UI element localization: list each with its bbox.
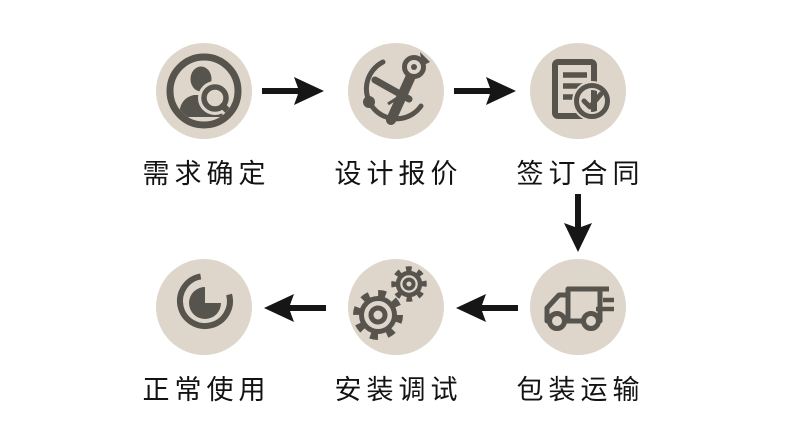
step-sign-contract: 签订合同 bbox=[498, 43, 658, 190]
step-packing-shipping: 包装运输 bbox=[498, 259, 658, 406]
drafting-compass-icon bbox=[363, 52, 430, 125]
step-label: 签订合同 bbox=[516, 159, 645, 189]
arrow-left-2 bbox=[262, 290, 326, 326]
person-search-icon bbox=[166, 53, 242, 129]
step-label: 需求确定 bbox=[142, 159, 271, 189]
step-label: 包装运输 bbox=[516, 375, 645, 405]
contract-check-icon bbox=[552, 59, 612, 121]
step-circle bbox=[530, 259, 626, 355]
arrow-left-1 bbox=[454, 290, 518, 326]
arrow-right-1 bbox=[262, 73, 326, 109]
step-design-quote: 设计报价 bbox=[316, 43, 476, 190]
pie-chart-icon bbox=[177, 273, 233, 330]
step-label: 正常使用 bbox=[142, 375, 271, 405]
gears-icon bbox=[353, 266, 427, 340]
delivery-truck-icon bbox=[544, 286, 614, 331]
step-requirements: 需求确定 bbox=[124, 43, 284, 190]
step-label: 设计报价 bbox=[334, 159, 463, 189]
arrow-down bbox=[560, 194, 596, 254]
step-install-debug: 安装调试 bbox=[316, 259, 476, 406]
step-circle bbox=[348, 259, 444, 355]
step-normal-use: 正常使用 bbox=[124, 259, 284, 406]
step-label: 安装调试 bbox=[334, 375, 463, 405]
arrow-right-2 bbox=[454, 73, 518, 109]
step-circle bbox=[348, 43, 444, 139]
step-circle bbox=[530, 43, 626, 139]
step-circle bbox=[156, 259, 252, 355]
step-circle bbox=[156, 43, 252, 139]
